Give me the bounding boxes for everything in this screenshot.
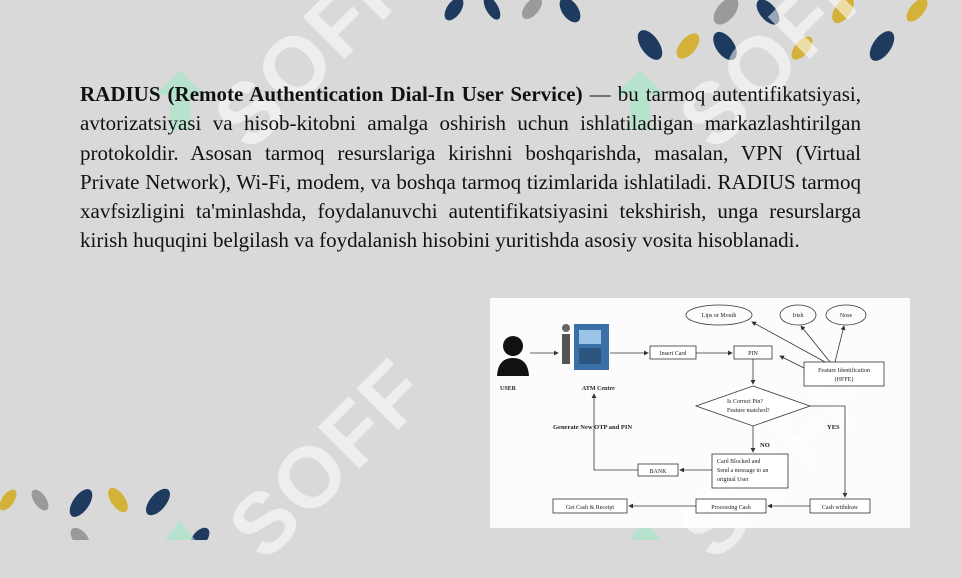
blocked-label-3: original User [717,477,749,483]
yes-label: YES [827,424,840,431]
no-label: NO [760,442,770,449]
radius-term: RADIUS (Remote Authentication Dial-In Us… [80,82,583,106]
irish-label: Irish [793,313,804,319]
mint-marks [155,70,665,540]
insert-card-label: Insert Card [660,351,687,357]
blocked-label-2: Send a message to an [717,468,768,474]
cash-withdraw-label: Cash withdraw [822,505,859,511]
nose-node [825,304,867,326]
atm-label: ATM Centre [582,386,615,392]
flow-arrows [530,321,848,509]
lips-node [685,304,753,326]
get-cash-box [552,498,628,514]
lips-label: Lips or Mouth [702,313,737,319]
pin-label: PIN [748,351,758,357]
bottom-left-leaves [0,487,210,540]
decision-label-1: Is Correct Pin? [727,399,763,405]
user-label: USER [500,386,517,392]
decision-label-2: Feature matched? [727,408,770,414]
insert-card-box [649,345,697,360]
feature-label-1: Feature Identification [818,367,870,374]
radius-definition-paragraph: RADIUS (Remote Authentication Dial-In Us… [80,80,861,256]
feature-label-2: (HFFE) [835,376,854,383]
atm-icon [562,324,609,370]
blocked-label-1: Card Blocked and [717,459,760,465]
atm-authentication-flowchart: USER ATM Centre Lips or Mouth Irish Nose… [490,298,910,528]
definition-text: — bu tarmoq autentifikatsiyasi, avtoriza… [80,82,861,253]
decorative-leaves [0,0,928,540]
card-blocked-box [711,453,789,489]
irish-node [779,304,817,326]
generate-label: Generate New OTP and PIN [553,424,632,431]
user-icon [497,336,529,376]
processing-label: Processing Cash [711,505,751,511]
bank-label: BANK [649,469,667,475]
nose-label: Nose [840,313,853,319]
feature-box [803,361,885,387]
get-cash-label: Get Cash & Receipt [566,505,614,511]
top-leaves [444,0,928,61]
